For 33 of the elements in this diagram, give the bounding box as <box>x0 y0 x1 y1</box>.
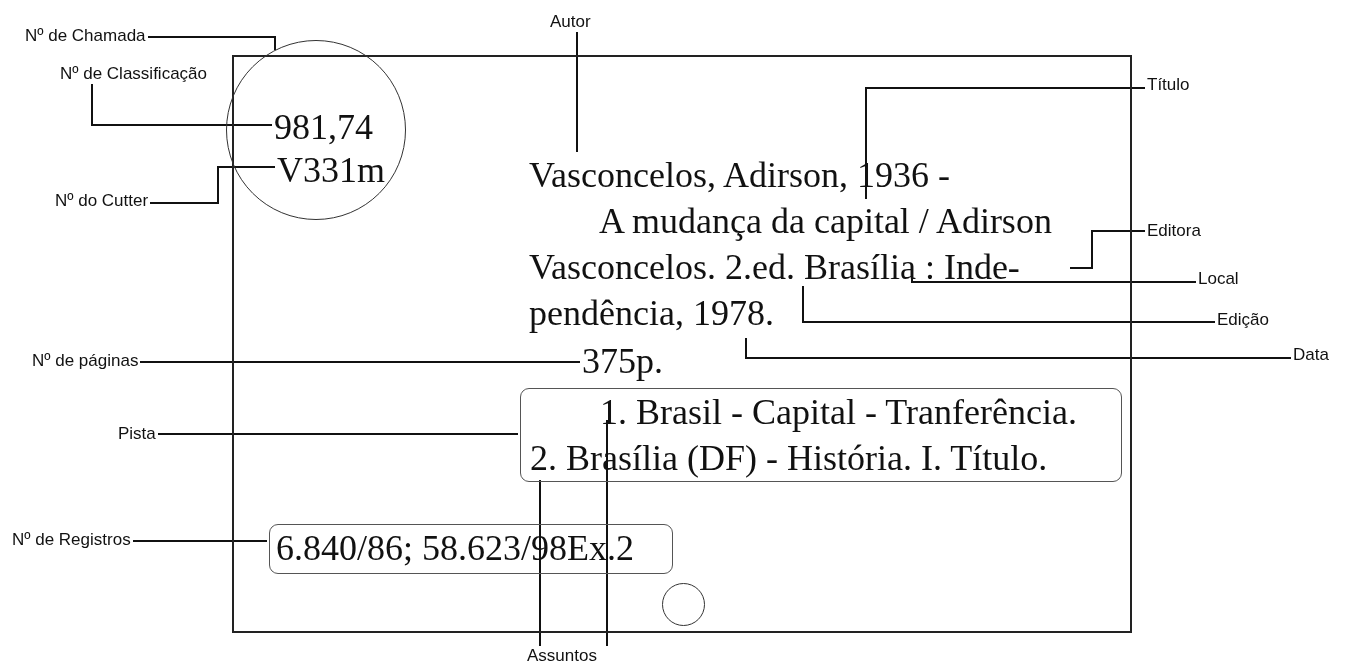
leader-line <box>802 285 1216 323</box>
leader-line <box>865 87 1146 200</box>
call-number-text: 981,74 <box>274 104 394 150</box>
catalog-card <box>232 55 1132 633</box>
callout-label: Nº de páginas <box>32 351 139 371</box>
leader-line <box>91 83 273 126</box>
callout-label: Nº do Cutter <box>55 191 149 211</box>
leader-line <box>576 31 578 153</box>
leader-line <box>132 540 268 542</box>
tracing-box <box>520 388 1122 482</box>
leader-line <box>745 337 1292 359</box>
leader-line <box>147 36 276 51</box>
callout-label: Título <box>1147 75 1190 95</box>
callout-label: Edição <box>1217 310 1269 330</box>
page-count: 375p. <box>582 338 692 384</box>
leader-line <box>606 419 608 647</box>
subject-entry: 1. Brasil - Capital - Tranferência. <box>600 389 1120 435</box>
call-number-text: V331m <box>277 147 407 193</box>
leader-line <box>539 479 541 647</box>
leader-line <box>157 433 519 435</box>
callout-label: Data <box>1293 345 1329 365</box>
title-entry: A mudança da capital / Adirson Vasconcelos. 2.ed. Brasília : Inde- pendência, 1978. <box>529 198 1104 338</box>
callout-label: Autor <box>550 12 591 32</box>
callout-label: Nº de Classificação <box>60 64 207 84</box>
leader-line <box>149 166 276 204</box>
callout-label: Editora <box>1147 221 1201 241</box>
leader-line <box>1069 230 1146 269</box>
callout-label: Nº de Registros <box>12 530 131 550</box>
leader-line <box>139 361 581 363</box>
callout-label: Nº de Chamada <box>25 26 146 46</box>
callout-label: Pista <box>118 424 156 444</box>
callout-label: Local <box>1198 269 1239 289</box>
callout-label: Assuntos <box>527 646 597 665</box>
